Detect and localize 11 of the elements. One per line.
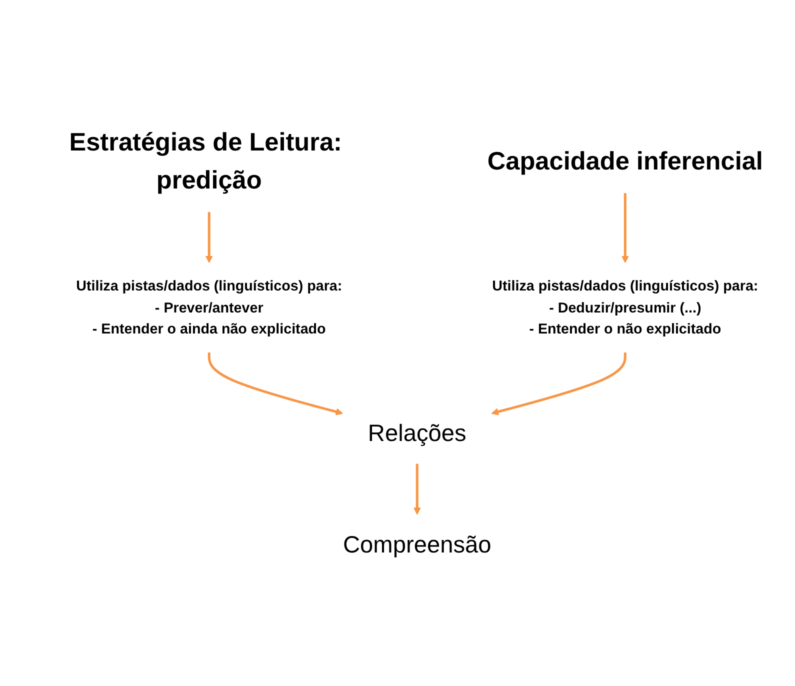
node-text: Compreensão bbox=[342, 531, 492, 558]
node-text: Utiliza pistas/dados (linguísticos) para: - Prever/antever - Entender o ainda não explicitado bbox=[76, 278, 342, 337]
arrow bbox=[491, 352, 626, 416]
arrow bbox=[208, 352, 343, 416]
node-text: Utiliza pistas/dados (linguísticos) para: - Deduzir/presumir (...) - Entender o não explicitado bbox=[492, 278, 758, 337]
arrow bbox=[621, 193, 629, 264]
arrow bbox=[413, 464, 421, 515]
node-text: Relações bbox=[368, 420, 466, 446]
node-text: Capacidade inferencial bbox=[487, 148, 763, 176]
arrow bbox=[205, 212, 213, 264]
node-text: Estratégias de Leitura: predição bbox=[69, 128, 342, 194]
